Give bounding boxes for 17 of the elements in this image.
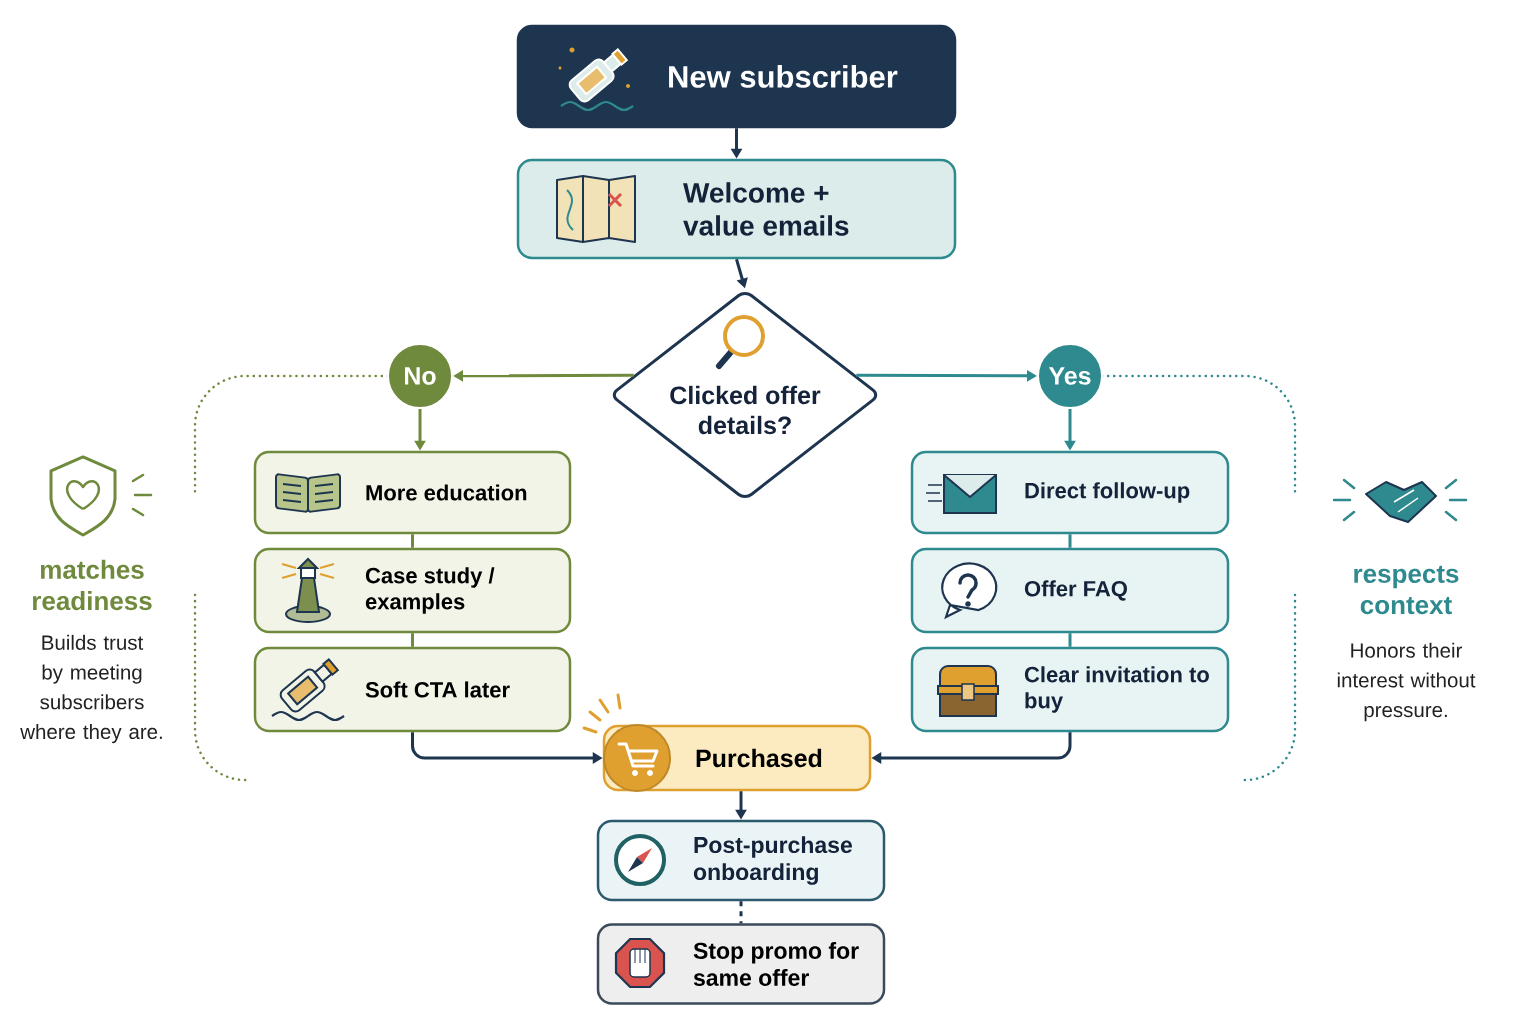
side-note: Builds trust by meeting subscribers where they are. [20, 634, 162, 744]
process-box: Direct follow-up [910, 450, 1230, 535]
process-box: Soft CTA later [253, 646, 572, 733]
process-box: Offer FAQ [910, 547, 1230, 634]
process-box: More education [253, 450, 572, 535]
connector-line [411, 534, 414, 548]
connector-line [1068, 633, 1072, 647]
connector-line [411, 633, 414, 647]
side-heading: respects context [1354, 565, 1459, 615]
connector-line [1068, 534, 1072, 548]
side-note: Honors their interest without pressure. [1337, 642, 1476, 722]
process-box: Case study / examples [253, 547, 572, 634]
process-box: Stop promo for same offer [596, 923, 886, 1005]
connector-line [739, 901, 743, 924]
title-box: New subscriber [516, 24, 957, 129]
side-heading: matches readiness [33, 559, 152, 611]
process-box: Post-purchase onboarding [596, 819, 886, 902]
